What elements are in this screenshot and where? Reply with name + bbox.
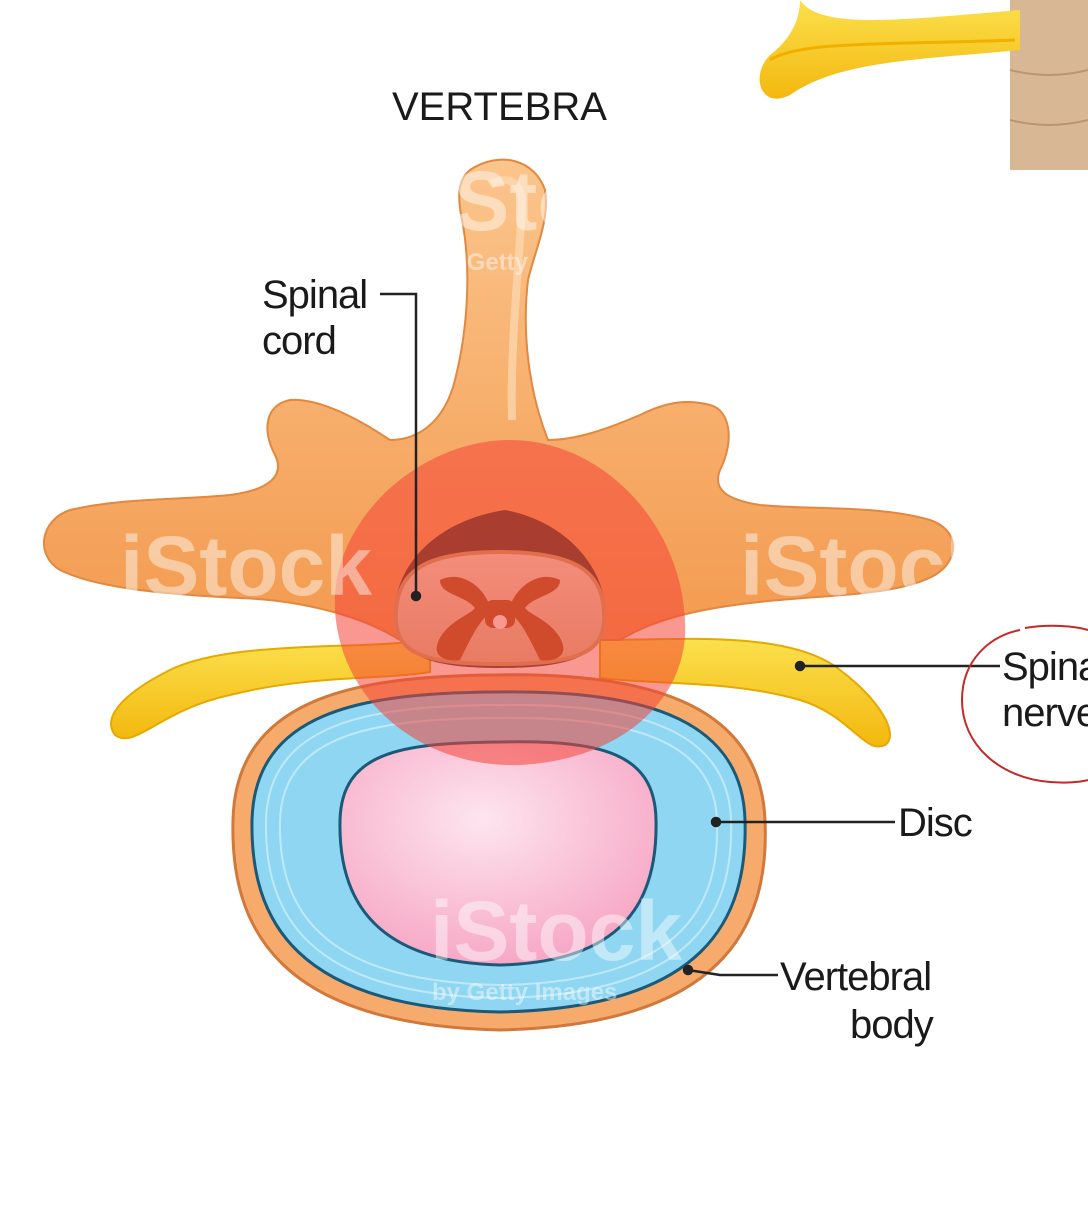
watermark-top-tagline: by Getty Images [432,249,617,276]
label-disc: Disc [898,801,973,845]
spinal-nerve-dot [794,660,806,672]
vertebral-body-dot [682,964,694,976]
disc-dot [710,816,722,828]
watermark-right-tagline: by Getty Images [742,614,927,641]
diagram-title: VERTEBRA [392,85,607,129]
watermark-left-tagline: by Getty Images [122,614,307,641]
corner-spine-fragment [759,0,1088,170]
watermark-bottom: iStock [430,884,682,978]
label-vertebral-body-1: Vertebral [780,955,932,999]
highlight-overlay [334,440,686,766]
label-vertebral-body-2: body [850,1003,934,1047]
spinal-cord-leader [380,292,418,596]
vertebral-body-leader [687,968,778,977]
watermark-left: iStock [120,519,372,613]
label-spinal-cord-2: cord [262,319,337,363]
label-spinal-cord-1: Spinal [262,273,368,317]
leader-lines [380,292,1000,977]
label-spinal-nerve-2: nerve [1002,691,1088,735]
watermark-bottom-tagline: by Getty Images [432,979,617,1006]
spinal-cord-dot [410,590,422,602]
vertebral-body [231,673,767,1032]
watermark-right: iStock [740,519,992,613]
watermarks: iStock by Getty Images iStock by Getty I… [120,154,992,1006]
watermark-top: iStock [430,154,682,248]
label-spinal-nerve-1: Spina [1002,645,1088,689]
ink-circle-annotation [960,624,1088,784]
